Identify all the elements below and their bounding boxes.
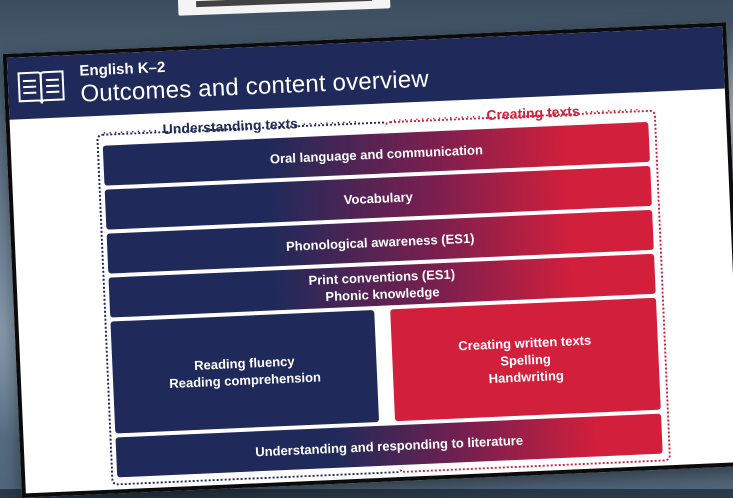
row-label: Phonic knowledge xyxy=(325,284,440,305)
block-label: Handwriting xyxy=(488,367,565,386)
label-leader: ·········· xyxy=(301,112,359,132)
slide: English K–2 Outcomes and content overvie… xyxy=(2,22,733,498)
block-label: Reading comprehension xyxy=(169,369,322,392)
block-reading: Reading fluency Reading comprehension xyxy=(110,310,380,434)
row-label: Phonological awareness (ES1) xyxy=(285,230,475,254)
row-label: Understanding and responding to literatu… xyxy=(254,432,524,459)
slide-header: English K–2 Outcomes and content overvie… xyxy=(6,26,725,120)
row-label: Oral language and communication xyxy=(269,141,484,166)
label-leader: ·········· xyxy=(101,121,160,140)
book-icon xyxy=(17,70,65,104)
row-label: Vocabulary xyxy=(343,188,414,207)
label-leader: ·········· xyxy=(583,100,641,119)
block-creating-written-texts: Creating written texts Spelling Handwrit… xyxy=(390,297,661,422)
